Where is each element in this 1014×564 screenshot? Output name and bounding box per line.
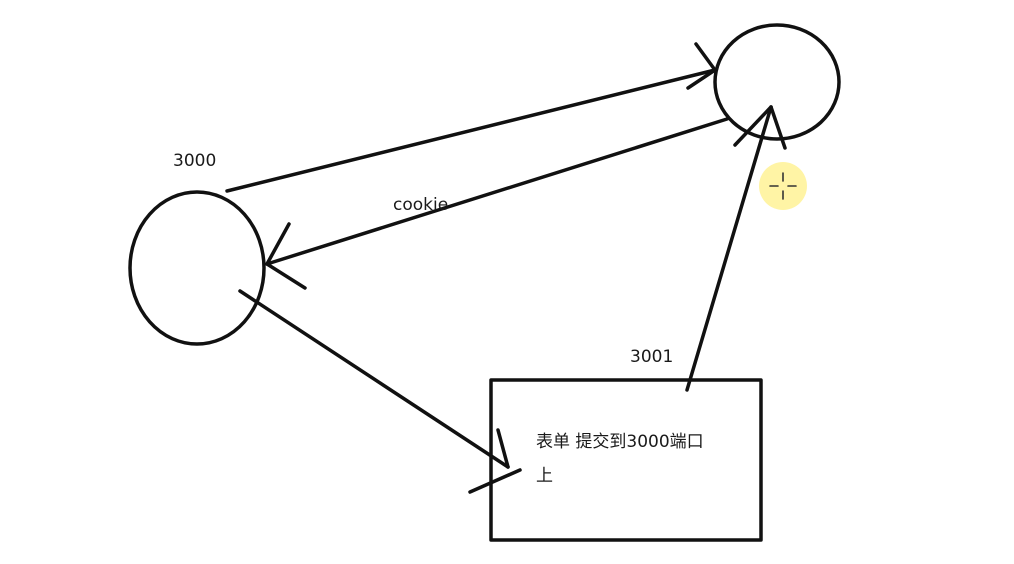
arrow-3001-to-target: [685, 105, 787, 392]
form-note-line-1: 表单 提交到3000端口: [536, 432, 704, 452]
arrow-3000-to-3001: [238, 289, 522, 494]
server-3000-node: [128, 190, 266, 346]
arrow-target-to-3000-cookie: [265, 117, 729, 290]
page-3001-box: [489, 378, 763, 542]
target-server-node: [713, 23, 841, 141]
form-note-line-2: 上: [536, 466, 553, 486]
cursor-crosshair-icon: [759, 162, 807, 210]
server-3000-label: 3000: [173, 151, 217, 171]
cookie-label: cookie: [393, 195, 449, 215]
form-submit-note: 表单 提交到3000端口 上: [536, 425, 746, 493]
arrow-3000-to-target: [225, 42, 717, 193]
page-3001-label: 3001: [630, 347, 674, 367]
